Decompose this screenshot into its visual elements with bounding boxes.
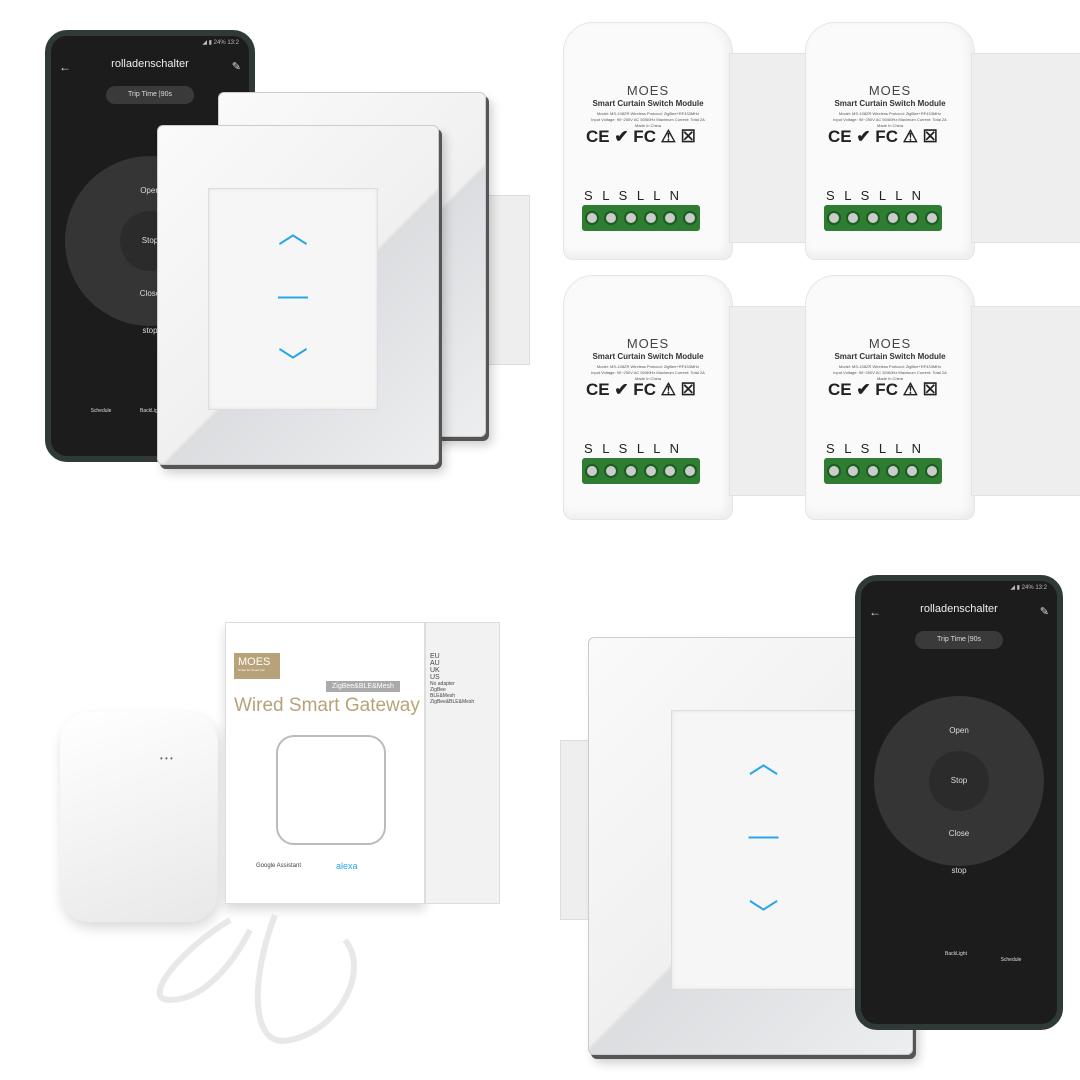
module-name: Smart Curtain Switch Module [834,99,946,108]
module-spec: Made In China [876,123,903,128]
gateway-box: MOES Smart for Smart Life ZigBee&BLE&Mes… [225,622,425,904]
backlight-label: BackLight [945,951,967,957]
pin-labels: S L S L L N [826,188,925,203]
gateway-box-side: EU AU UK US No adapter ZigBee BLE&Mesh Z… [425,622,500,904]
cert-marks: CE ✔ FC ⚠ ☒ [586,380,696,399]
module-name: Smart Curtain Switch Module [834,352,946,361]
state-label: stop [142,326,158,335]
cert-marks: CE ✔ FC ⚠ ☒ [828,380,938,399]
edit-icon: ✎ [1039,606,1049,618]
close-label: Close [139,289,161,298]
open-label: Open [949,726,969,735]
region-au: AU [430,660,440,667]
hub-illustration [276,735,386,845]
box-title: Wired Smart Gateway [234,695,420,716]
pin-labels: S L S L L N [584,441,683,456]
module-spec: Input Voltage: 90~250V AC 50/60Hz Maximu… [833,370,947,375]
schedule-label: Schedule [1000,957,1022,963]
cables [156,913,357,1044]
module-spec: Model: MS-108ZR Wireless Protocol: ZigBe… [838,364,942,369]
edit-icon: ✎ [231,61,241,73]
status-bar: ◢ ▮ 24% 13:2 [1010,585,1047,591]
app-title: rolladenschalter [111,58,189,70]
module-brand: MOES [868,83,912,98]
pin-labels: S L S L L N [826,441,925,456]
ethernet-cable [254,913,357,1044]
open-label: Open [140,186,160,195]
module-spec: Model: MS-108ZR Wireless Protocol: ZigBe… [596,364,700,369]
schedule-label: Schedule [90,408,112,414]
option: No adapter [430,681,455,687]
option: ZigBee [430,687,446,693]
curtain-module: MOES Smart Curtain Switch Module Model: … [805,275,1080,520]
protocol-badge: ZigBee&BLE&Mesh [326,681,400,692]
module-brand: MOES [868,336,912,351]
trip-time-pill: Trip Time |90s [915,631,1003,649]
close-label: Close [948,829,970,838]
curtain-module: MOES Smart Curtain Switch Module Model: … [563,22,809,260]
terminal-block [582,458,700,484]
module-spec: Made In China [634,376,661,381]
module-spec: Model: MS-108ZR Wireless Protocol: ZigBe… [596,111,700,116]
down-arrow-icon: ﹀ [748,899,779,932]
region-us: US [430,674,440,681]
phone-app-screen: ◢ ▮ 24% 13:2 ← rolladenschalter ✎ Trip T… [855,575,1063,1030]
gateway-hub: • • • [60,712,218,922]
down-arrow-icon: ﹀ [278,347,308,380]
trip-time-pill: Trip Time |90s [106,86,194,104]
alexa-badge: alexa [336,861,358,871]
stop-label: Stop [929,751,989,811]
module-spec: Made In China [634,123,661,128]
module-spec: Model: MS-108ZR Wireless Protocol: ZigBe… [838,111,942,116]
module-spec: Input Voltage: 90~250V AC 50/60Hz Maximu… [591,370,705,375]
cert-marks: CE ✔ FC ⚠ ☒ [828,127,938,146]
control-dial: Open Stop Close [874,696,1044,866]
module-name: Smart Curtain Switch Module [592,352,704,361]
module-brand: MOES [626,83,670,98]
box-brand: MOES Smart for Smart Life [234,653,280,679]
region-uk: UK [430,667,440,674]
stop-dash-icon: — [748,819,779,852]
curtain-module: MOES Smart Curtain Switch Module Model: … [805,22,1080,260]
module-spec: Input Voltage: 90~250V AC 50/60Hz Maximu… [833,117,947,122]
switch-key: ︿ — ﹀ [671,710,856,990]
region-eu: EU [430,653,440,660]
up-arrow-icon: ︿ [748,747,779,780]
state-label: stop [951,866,967,875]
pin-labels: S L S L L N [584,188,683,203]
switch-key: ︿ — ﹀ [208,188,378,410]
box-brand-text: MOES [238,656,271,668]
terminal-block [824,205,942,231]
terminal-block [824,458,942,484]
curtain-module: MOES Smart Curtain Switch Module Model: … [563,275,809,520]
app-title: rolladenschalter [920,603,998,615]
option: BLE&Mesh [430,693,456,699]
terminal-block [582,205,700,231]
status-bar: ◢ ▮ 24% 13:2 [202,40,239,46]
module-name: Smart Curtain Switch Module [592,99,704,108]
led-dots-icon: • • • [160,754,173,763]
back-arrow-icon: ← [869,605,881,619]
module-spec: Input Voltage: 90~250V AC 50/60Hz Maximu… [591,117,705,122]
box-tagline: Smart for Smart Life [238,668,265,672]
up-arrow-icon: ︿ [278,217,308,250]
option: ZigBee&BLE&Mesh [430,699,475,705]
google-assistant-badge: Google Assistant [256,863,302,869]
module-brand: MOES [626,336,670,351]
stop-dash-icon: — [278,279,308,312]
cert-marks: CE ✔ FC ⚠ ☒ [586,127,696,146]
switch-plate-front: ︿ — ﹀ [157,125,439,465]
module-spec: Made In China [876,376,903,381]
backlight-label: BackLight [140,408,162,414]
back-arrow-icon: ← [59,60,71,74]
usb-cable [156,917,253,1004]
